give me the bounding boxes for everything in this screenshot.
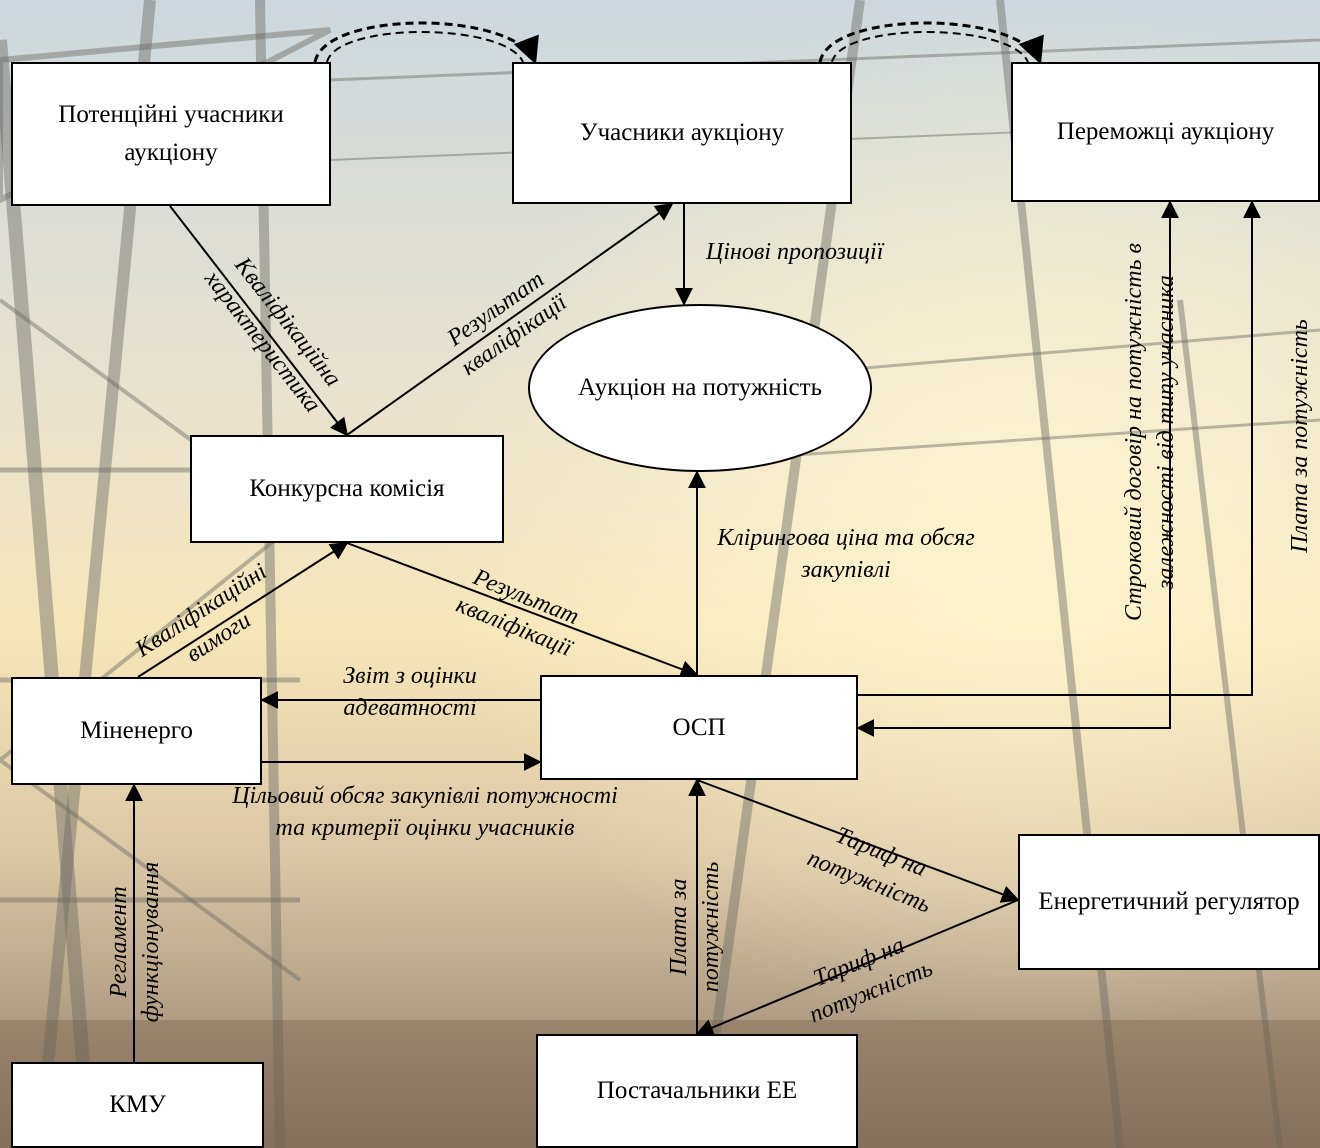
node-ee-suppliers: Постачальники ЕЕ: [536, 1034, 858, 1148]
node-energy-regulator: Енергетичний регулятор: [1018, 834, 1320, 970]
dashed-arc-2: [818, 21, 1044, 65]
node-osp: ОСП: [540, 675, 858, 780]
node-capacity-auction: Аукціон на потужність: [528, 304, 872, 472]
label-target-volume: Цільовий обсяг закупівлі потужності та к…: [232, 783, 618, 841]
arrow-osp-winners: [858, 200, 1261, 696]
label-regulation: Регламент функціонування: [106, 861, 164, 1023]
arrow-regulator-suppliers: [695, 899, 1019, 1037]
node-potential-participants: Потенційні учасники аукціону: [11, 62, 331, 206]
arrow-minenergo-commission: [137, 542, 349, 678]
dashed-arc-1: [313, 21, 539, 65]
arrow-winners-osp: [856, 200, 1179, 737]
node-minenergo: Міненерго: [11, 677, 262, 785]
arrow-commission-osp: [346, 542, 699, 678]
dashed-arc-2b: [831, 31, 1029, 63]
label-adequacy-report: Звіт з оцінки адеватності: [343, 663, 477, 721]
arrow-osp-regulator: [696, 779, 1020, 903]
label-capacity-fee-bottom: Плата за потужність: [666, 861, 724, 993]
node-competition-commission: Конкурсна комісія: [190, 435, 504, 543]
node-auction-participants: Учасники аукціону: [512, 62, 852, 204]
label-capacity-fee-right: Плата за потужність: [1287, 319, 1313, 553]
arrow-commission-participants: [346, 202, 674, 436]
node-kmu: КМУ: [11, 1062, 264, 1148]
label-term-contract: Строковий договір на потужність в залежн…: [1121, 243, 1179, 621]
label-price-offers: Цінові пропозиції: [706, 239, 884, 265]
dashed-arc-1b: [326, 31, 524, 63]
arrow-potential-commission: [169, 205, 349, 437]
node-auction-winners: Переможці аукціону: [1011, 62, 1320, 202]
label-clearing-price: Клірингова ціна та обсяг закупівлі: [717, 525, 975, 583]
